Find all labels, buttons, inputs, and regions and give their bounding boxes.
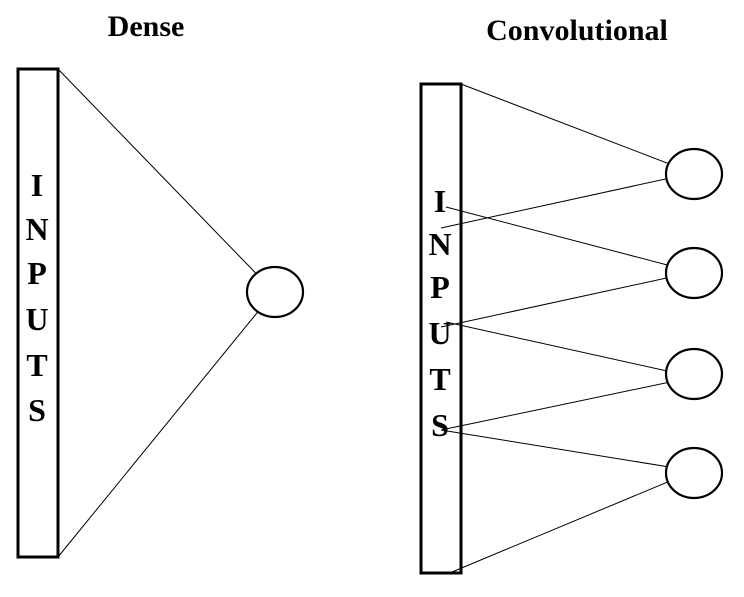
dense-letter: I — [31, 167, 43, 203]
conv-connection-line — [440, 429, 695, 472]
dense-letter: S — [28, 392, 46, 428]
dense-letter: U — [25, 301, 48, 337]
conv-letter: U — [428, 315, 451, 351]
conv-letter: N — [428, 226, 451, 262]
dense-letter: P — [27, 255, 47, 291]
conv-neuron-node — [664, 446, 724, 500]
conv-neuron-node — [664, 147, 724, 201]
conv-letter: T — [429, 361, 450, 397]
dense-letter: T — [26, 347, 47, 383]
conv-letter: I — [434, 183, 446, 219]
dense-connection-line — [57, 68, 275, 293]
convolutional-inputs-letters: I N P U T S — [428, 183, 451, 443]
conv-connection-line — [440, 376, 695, 431]
conv-connection-line — [451, 470, 695, 573]
conv-connection-line — [445, 321, 695, 378]
convolutional-connections — [440, 83, 695, 573]
dense-letter: N — [25, 211, 48, 247]
convolutional-panel: Convolutional I N P U T S — [419, 14, 724, 575]
conv-letter: P — [430, 269, 450, 305]
dense-title: Dense — [108, 10, 185, 43]
conv-neuron-node — [664, 347, 724, 401]
convolutional-inputs-box — [419, 82, 463, 575]
dense-connection-line — [57, 291, 275, 558]
convolutional-title: Convolutional — [486, 14, 668, 47]
dense-panel: Dense I N P U T S — [16, 10, 305, 559]
conv-connection-line — [440, 172, 694, 229]
conv-connection-line — [440, 271, 695, 328]
conv-connection-line — [460, 83, 694, 174]
conv-letter: S — [431, 407, 449, 443]
dense-inputs-letters: I N P U T S — [25, 167, 48, 428]
conv-connection-line — [445, 206, 695, 273]
dense-neuron-node — [245, 265, 305, 319]
conv-neuron-node — [664, 246, 724, 300]
dense-inputs-box — [16, 67, 60, 559]
